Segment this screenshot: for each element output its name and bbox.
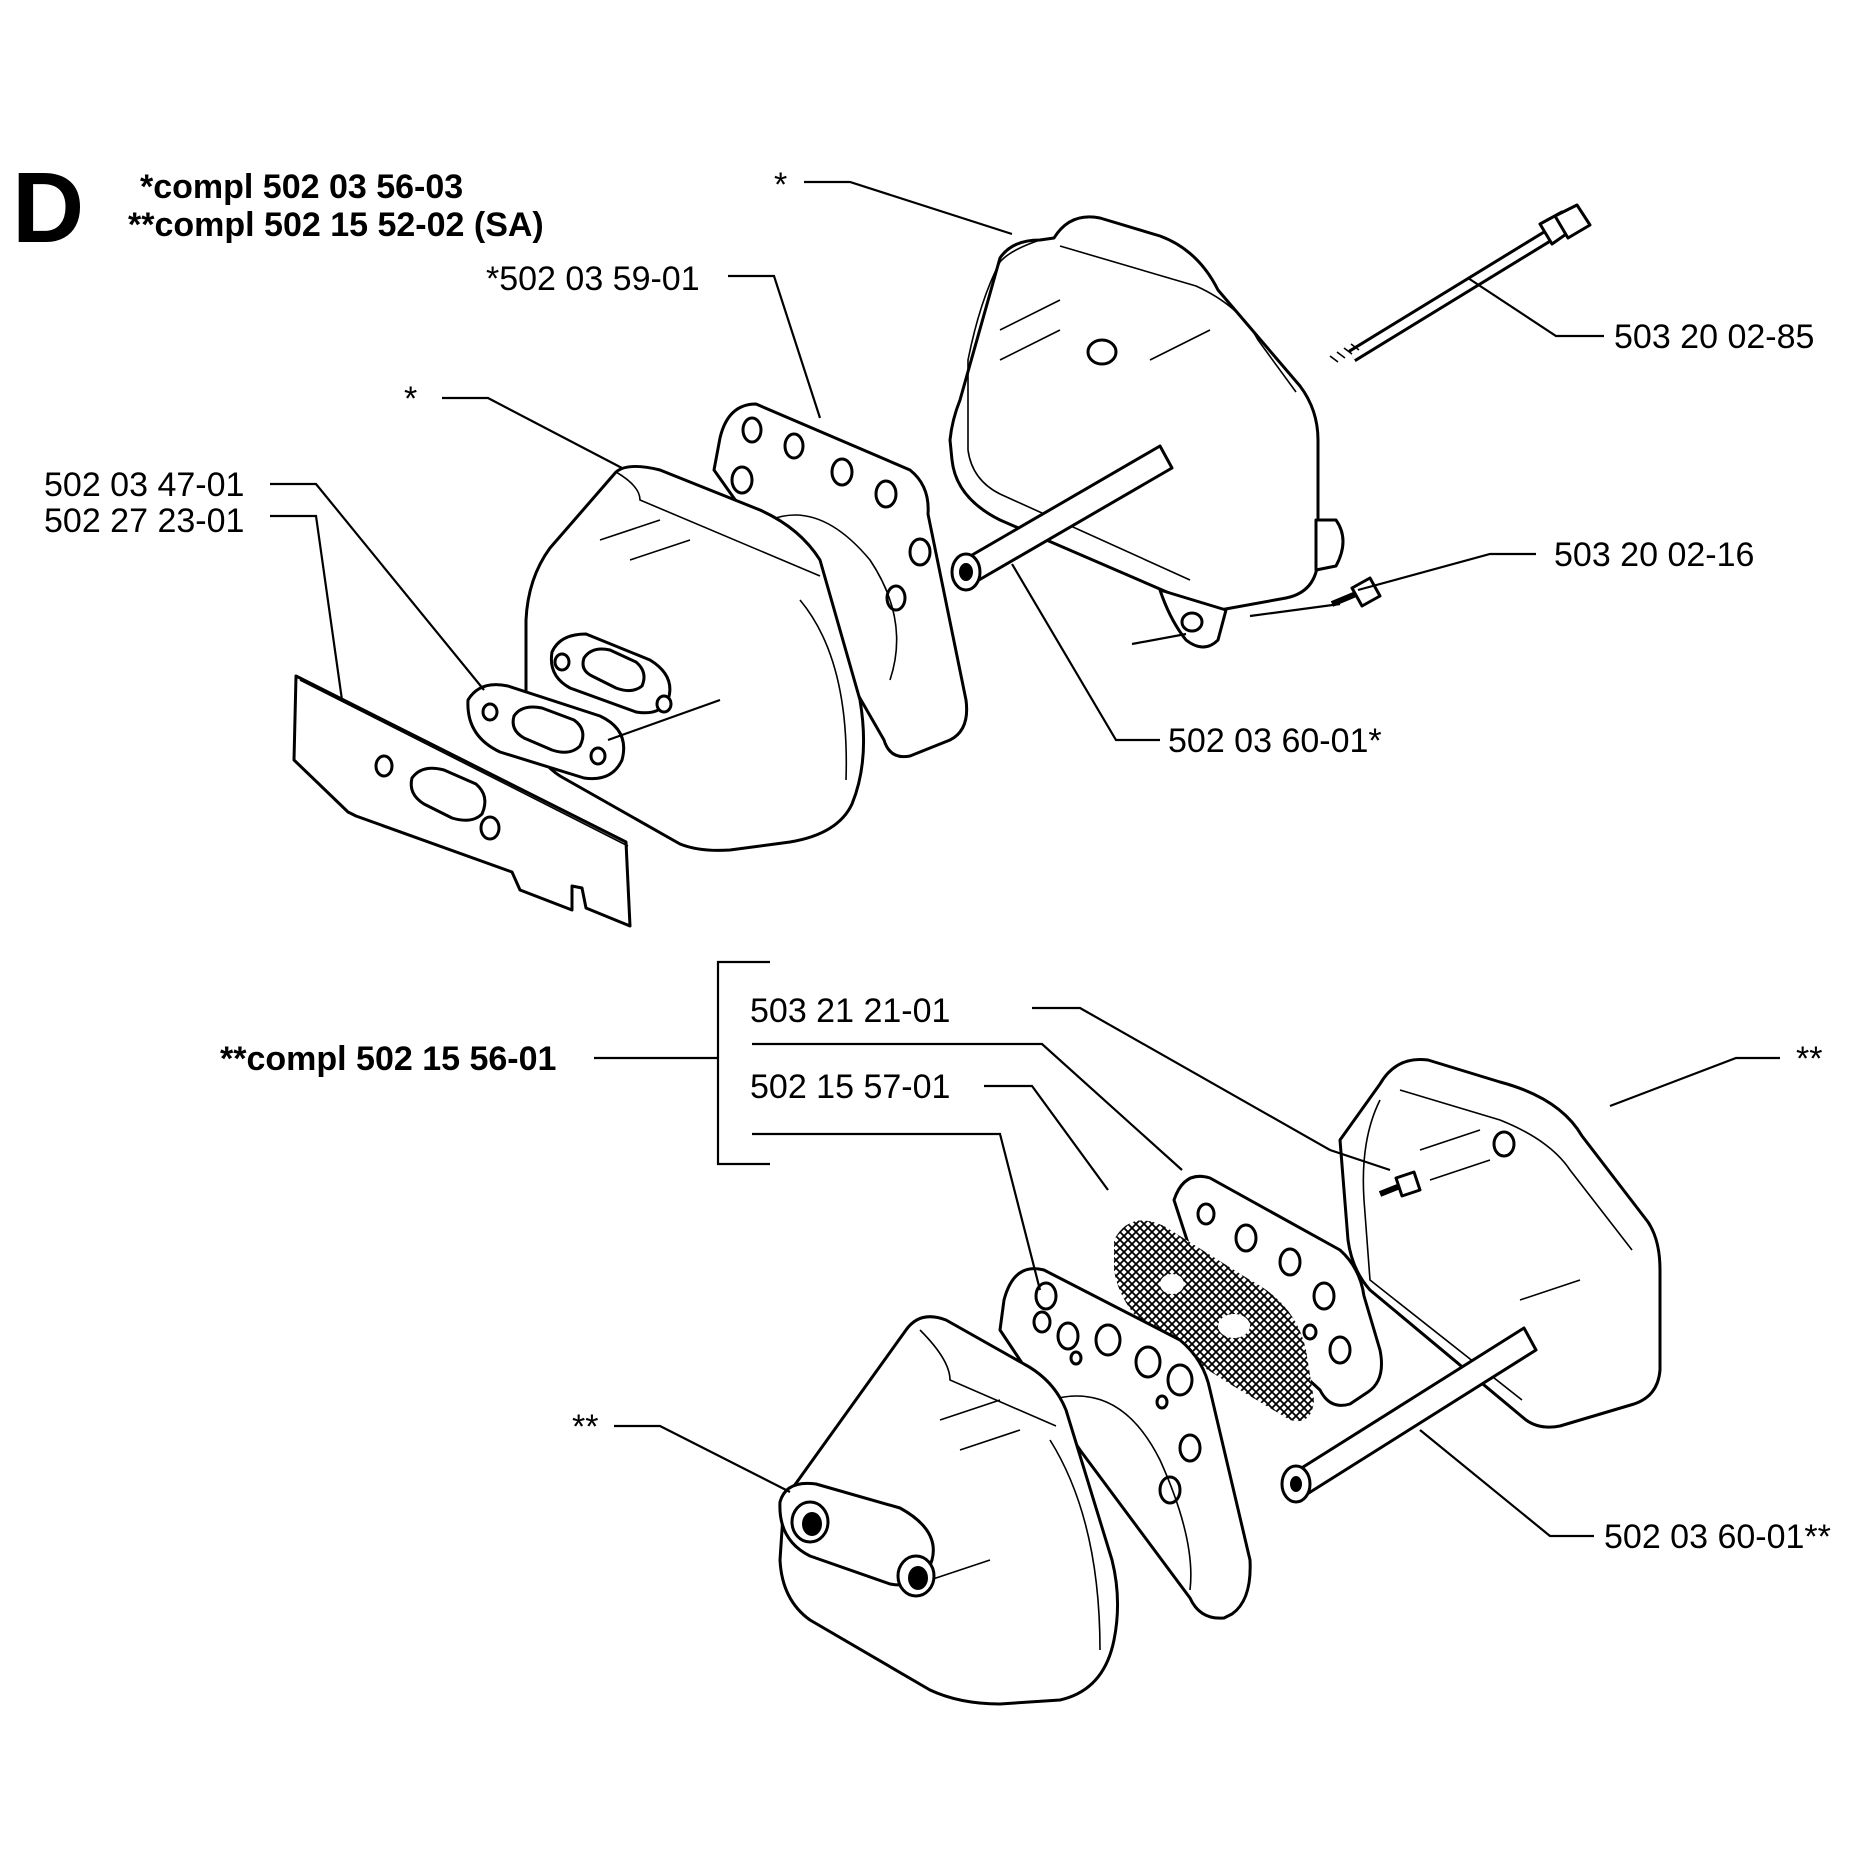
label-spark-screen: 502 15 57-01 (750, 1068, 950, 1106)
label-upper-body-star: * (404, 380, 417, 418)
upper-gasket (712, 402, 969, 759)
label-heat-plate: 502 27 23-01 (44, 502, 244, 540)
label-spacer-tube-upper: 502 03 60-01* (1168, 722, 1382, 760)
lower-gasket-front (998, 1267, 1252, 1620)
label-small-gasket: 502 03 47-01 (44, 466, 244, 504)
section-letter: D (12, 152, 84, 264)
lower-muffler-body (778, 1315, 1120, 1706)
lower-muffler-cover (1338, 1058, 1662, 1429)
label-lower-cover-star: ** (1796, 1040, 1822, 1078)
label-screw-upper: 503 20 02-16 (1554, 536, 1754, 574)
label-upper-gasket: *502 03 59-01 (486, 260, 700, 298)
spark-arrestor-screen (1114, 1220, 1314, 1422)
upper-muffler-cover (948, 215, 1345, 649)
label-screw-lower: 503 21 21-01 (750, 992, 950, 1030)
header-compl-line-2: **compl 502 15 52-02 (SA) (128, 206, 544, 244)
spacer-tube-lower (1280, 1326, 1538, 1504)
small-gasket (466, 683, 626, 781)
label-lower-body-star: ** (572, 1408, 598, 1446)
label-bolt: 503 20 02-85 (1614, 318, 1814, 356)
heat-plate (292, 674, 632, 928)
bolt-503-20-02-85 (1329, 203, 1592, 363)
header-compl-line-1: *compl 502 03 56-03 (140, 168, 463, 206)
spacer-tube-upper (950, 444, 1174, 592)
label-lower-kit: **compl 502 15 56-01 (220, 1040, 556, 1078)
label-spacer-tube-lower: 502 03 60-01** (1604, 1518, 1831, 1556)
label-upper-cover-star: * (774, 166, 787, 204)
screw-503-20-02-16 (1330, 576, 1382, 608)
